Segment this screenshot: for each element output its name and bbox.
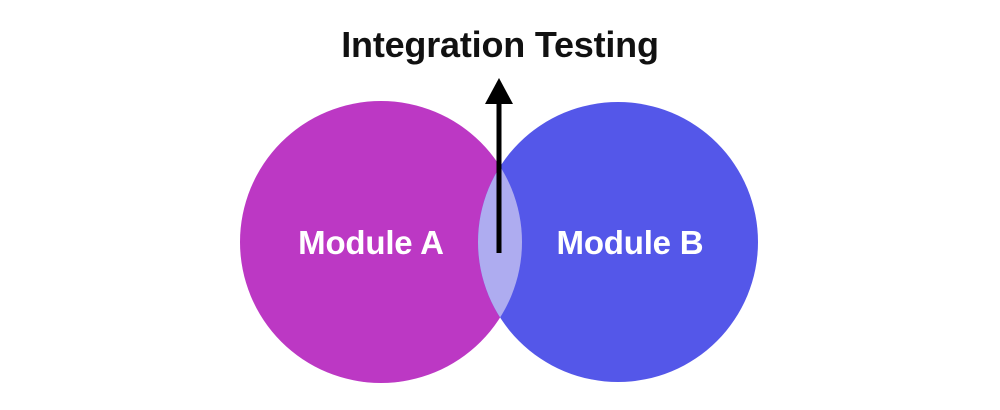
venn-label-module-b: Module B: [557, 224, 704, 261]
venn-circle-module-b[interactable]: [478, 102, 758, 382]
page-title: Integration Testing: [341, 24, 659, 65]
integration-arrow-head-icon: [485, 78, 513, 104]
venn-label-module-a: Module A: [298, 224, 444, 261]
venn-circle-module-a[interactable]: [240, 101, 522, 383]
